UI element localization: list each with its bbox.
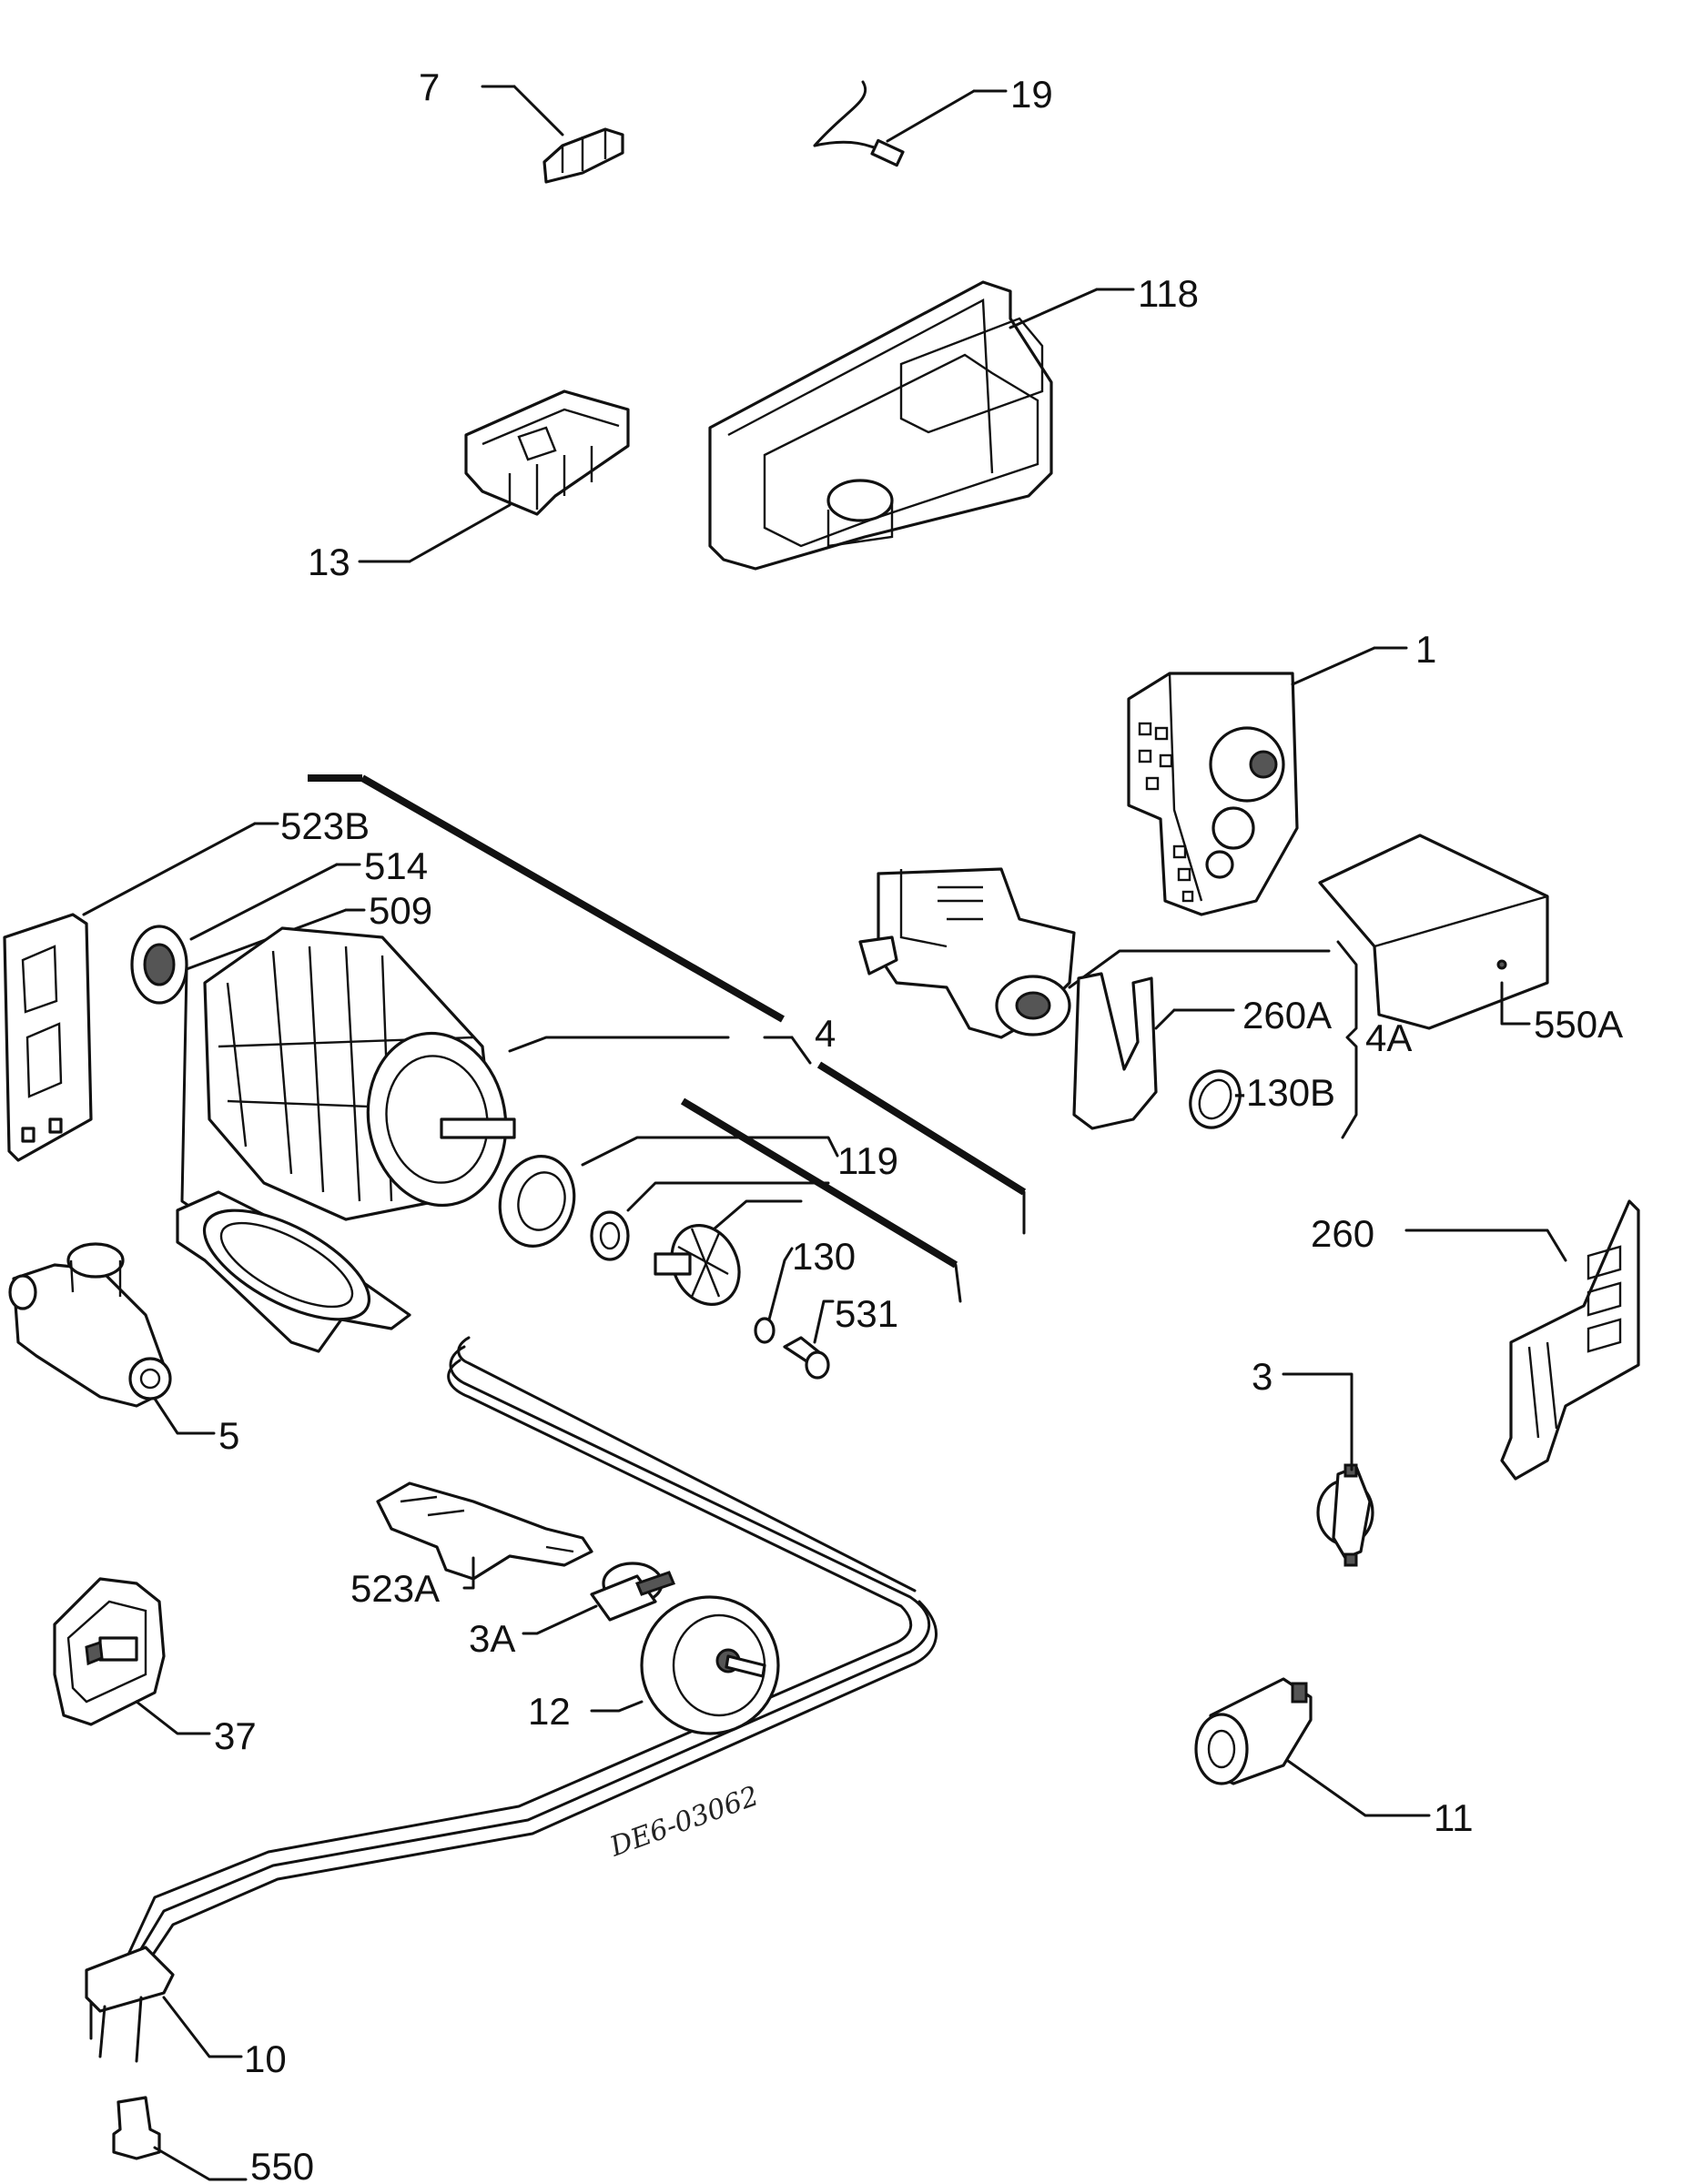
part-5-inlet-valve [8, 1242, 216, 1435]
label-130B: -130B [1233, 1071, 1335, 1114]
label-37: 37 [214, 1714, 257, 1757]
label-550A: 550A [1534, 1003, 1623, 1046]
label-523A: 523A [350, 1567, 440, 1610]
label-260A: 260A [1242, 994, 1332, 1036]
part-37-connector-box [53, 1577, 211, 1735]
label-10: 10 [244, 2037, 287, 2080]
label-12: 12 [528, 1690, 571, 1733]
label-4: 4 [815, 1012, 836, 1055]
label-130: 130 [792, 1235, 856, 1278]
part-523A-bracket [376, 1481, 593, 1590]
label-11: 11 [1434, 1796, 1474, 1839]
label-4A: 4A [1365, 1016, 1412, 1059]
label-523B: 523B [280, 804, 370, 847]
label-5: 5 [218, 1414, 239, 1457]
label-118: 118 [1138, 272, 1199, 315]
part-260-bracket [1404, 1199, 1640, 1481]
part-1-timer [1127, 646, 1408, 916]
label-509: 509 [369, 889, 432, 932]
part-509-gasket [176, 908, 411, 1353]
drawing-code: DE6-03062 [605, 1780, 763, 1864]
part-13-switch-block [358, 389, 630, 563]
part-130-washer [754, 1247, 794, 1344]
part-7-switch [481, 85, 624, 184]
label-3: 3 [1252, 1355, 1272, 1398]
part-11-capacitor [1194, 1677, 1431, 1817]
part-3-thermostat [1282, 1372, 1374, 1567]
label-531: 531 [835, 1292, 898, 1335]
part-10-heating-element [85, 1336, 938, 2063]
part-19-sensor [813, 80, 1008, 167]
part-514-ring [130, 863, 361, 1005]
label-3A: 3A [469, 1617, 515, 1660]
label-119: 119 [837, 1139, 898, 1182]
part-3A-thermostat [522, 1562, 675, 1635]
label-13: 13 [308, 541, 350, 583]
label-260: 260 [1311, 1212, 1374, 1255]
label-514: 514 [364, 844, 428, 887]
part-118-dispenser [708, 280, 1135, 571]
part-119-seal-impeller [498, 1097, 962, 1306]
part-12-pressure-switch [590, 1595, 780, 1735]
part-4A-pump-assembly [858, 834, 1549, 1139]
part-550-plug [112, 2096, 248, 2181]
part-531-screw [783, 1299, 835, 1380]
part-523B-cover [3, 822, 279, 1162]
label-19: 19 [1010, 73, 1053, 116]
label-7: 7 [419, 66, 440, 108]
label-1: 1 [1415, 628, 1436, 671]
label-550: 550 [250, 2145, 314, 2184]
part-4-motor [203, 774, 1027, 1235]
